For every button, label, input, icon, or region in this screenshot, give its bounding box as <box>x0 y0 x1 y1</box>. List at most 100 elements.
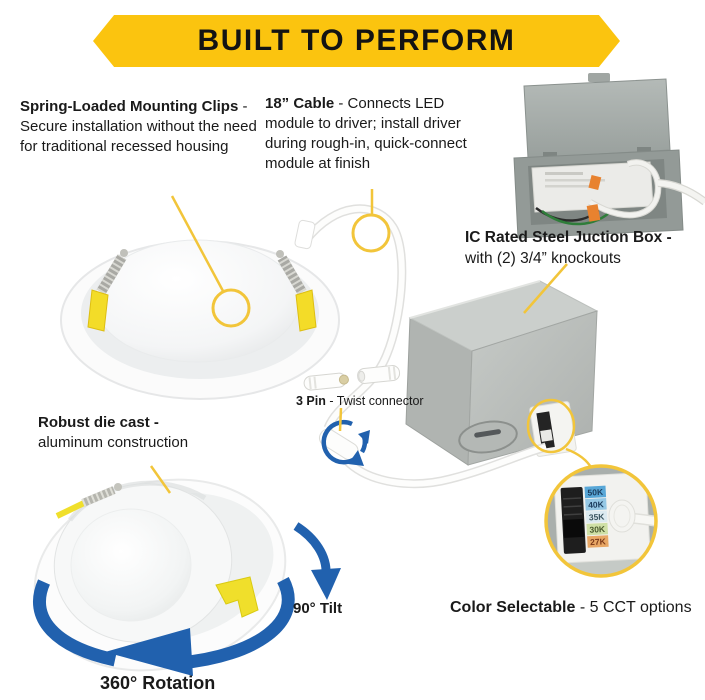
spring-pin <box>120 249 128 257</box>
switch-slider <box>540 429 553 442</box>
cable-illustration <box>302 204 548 489</box>
callout-die-cast-desc: aluminum construction <box>38 434 189 452</box>
cct-swatch-27k <box>587 535 609 548</box>
annotation-ellipse-switch <box>526 398 576 454</box>
callout-cable-desc: - Connects LED module to driver; install… <box>265 95 467 173</box>
cct-switch <box>529 401 577 457</box>
knockout <box>458 420 518 454</box>
cct-swatch-50k <box>584 485 607 499</box>
annotation-line-three-pin <box>338 407 343 432</box>
cct-callout: 50K 40K 35K 30K 27K <box>544 464 658 578</box>
switch-ridge <box>563 513 582 516</box>
rotate-arrow-head <box>348 450 364 466</box>
box-hinge-right <box>637 147 651 154</box>
tilt-arrow-arc <box>293 522 331 575</box>
connector-rib <box>387 366 392 380</box>
downlight-illustration <box>60 219 340 400</box>
cable <box>303 205 405 430</box>
connector-pins <box>338 374 349 385</box>
rotation-arrow-arc <box>179 576 295 670</box>
exit-cable <box>657 180 705 205</box>
cable <box>343 444 547 487</box>
module-connector <box>294 219 316 250</box>
open-junction-box-illustration <box>513 73 705 239</box>
callout-junction-box-title: IC Rated Steel Juction Box - <box>465 229 672 246</box>
banner-title: BUILT TO PERFORM <box>197 24 516 57</box>
cct-label-50k: 50K <box>587 487 604 498</box>
callout-switch-plate-group: 50K 40K 35K 30K 27K <box>553 472 651 564</box>
callout-spring-clips: Spring-Loaded Mounting Clips - Secure in… <box>20 97 266 157</box>
callout-switch-knob <box>563 518 585 538</box>
rotate-arrow-head-small <box>358 430 370 444</box>
spring-coil-ridges <box>96 254 127 295</box>
twist-connector-connected <box>318 419 370 466</box>
green-wire <box>541 209 613 226</box>
twist-connector-pieces <box>303 365 401 391</box>
knockout-slot <box>474 429 501 438</box>
spring-pin <box>276 250 284 258</box>
cct-swatch-40k <box>585 498 607 511</box>
cct-label-30k: 30K <box>589 524 606 535</box>
callout-cable-title: 18” Cable <box>265 95 335 112</box>
spring-clip-right <box>276 250 317 332</box>
callout-cable: 18” Cable - Connects LED module to drive… <box>265 94 480 174</box>
callout-junction-box-desc: with (2) 3/4” knockouts <box>465 249 621 267</box>
box-lid-tab <box>588 73 610 82</box>
gimbal-light-illustration <box>33 478 287 672</box>
driver-label-line <box>545 185 593 188</box>
callout-color-selectable-title: Color Selectable <box>450 599 576 616</box>
gimbal-pin-yellow <box>55 500 86 519</box>
box-edge-highlight <box>409 280 541 319</box>
spring-clip-left <box>87 249 128 332</box>
callout-connector <box>608 499 636 533</box>
cct-label-35k: 35K <box>589 512 606 523</box>
callout-three-pin: 3 Pin - Twist connector <box>296 393 456 410</box>
connector-rib <box>392 366 397 380</box>
cct-label-40k: 40K <box>588 499 605 510</box>
gimbal-clip-yellow <box>215 576 259 618</box>
connector-socket <box>358 370 366 382</box>
callout-die-cast: Robust die cast - aluminum construction <box>38 413 228 453</box>
annotation-line-junction-box <box>523 263 568 314</box>
callout-cable <box>629 514 656 534</box>
annotation-circle-dome <box>211 288 251 328</box>
annotations <box>149 189 594 494</box>
callout-three-pin-desc: - Twist connector <box>325 394 424 408</box>
annotation-circle-cct <box>544 464 658 578</box>
mounting-clip-yellow <box>295 289 317 332</box>
banner: BUILT TO PERFORM <box>93 15 620 67</box>
wire-nut-orange <box>586 204 601 222</box>
driver-label-line <box>545 172 583 175</box>
label-360-rotation: 360° Rotation <box>100 673 216 693</box>
cct-swatch-30k <box>586 522 609 536</box>
gimbal-spring-ridges <box>81 486 116 507</box>
cct-label-27k: 27K <box>590 536 607 547</box>
annotation-line-spring-clips <box>170 195 225 292</box>
wire-nut-orange <box>588 174 602 191</box>
connector-rib <box>313 376 317 389</box>
connector-rib <box>308 377 312 390</box>
spring-coil-ridges <box>277 255 307 295</box>
callout-spring-clips-title: Spring-Loaded Mounting Clips <box>20 98 239 115</box>
cct-swatch-35k <box>585 510 608 524</box>
driver-label-line <box>545 179 605 182</box>
callout-junction-box: IC Rated Steel Juction Box - with (2) 3/4… <box>465 228 705 270</box>
gimbal-spring-tip <box>114 483 122 491</box>
callout-spring-clips-desc: - Secure installation without the need f… <box>20 98 257 156</box>
annotation-line-die-cast <box>149 465 172 494</box>
callout-contents: 50K 40K 35K 30K 27K <box>546 472 656 576</box>
mounting-clip-yellow <box>87 289 109 332</box>
box-lid <box>523 78 671 159</box>
junction-box-illustration <box>405 280 599 466</box>
switch-ridge <box>563 505 582 508</box>
annotation-circle-cable <box>351 213 391 253</box>
white-wire <box>588 160 661 218</box>
callout-three-pin-title: 3 Pin <box>296 394 326 408</box>
rotation-arrow-tail <box>33 579 117 667</box>
downlight-dome <box>94 239 300 363</box>
callout-color-selectable-desc: - 5 CCT options <box>575 599 692 616</box>
callout-die-cast-title: Robust die cast - <box>38 414 159 431</box>
tilt-arrow-head <box>311 568 341 600</box>
